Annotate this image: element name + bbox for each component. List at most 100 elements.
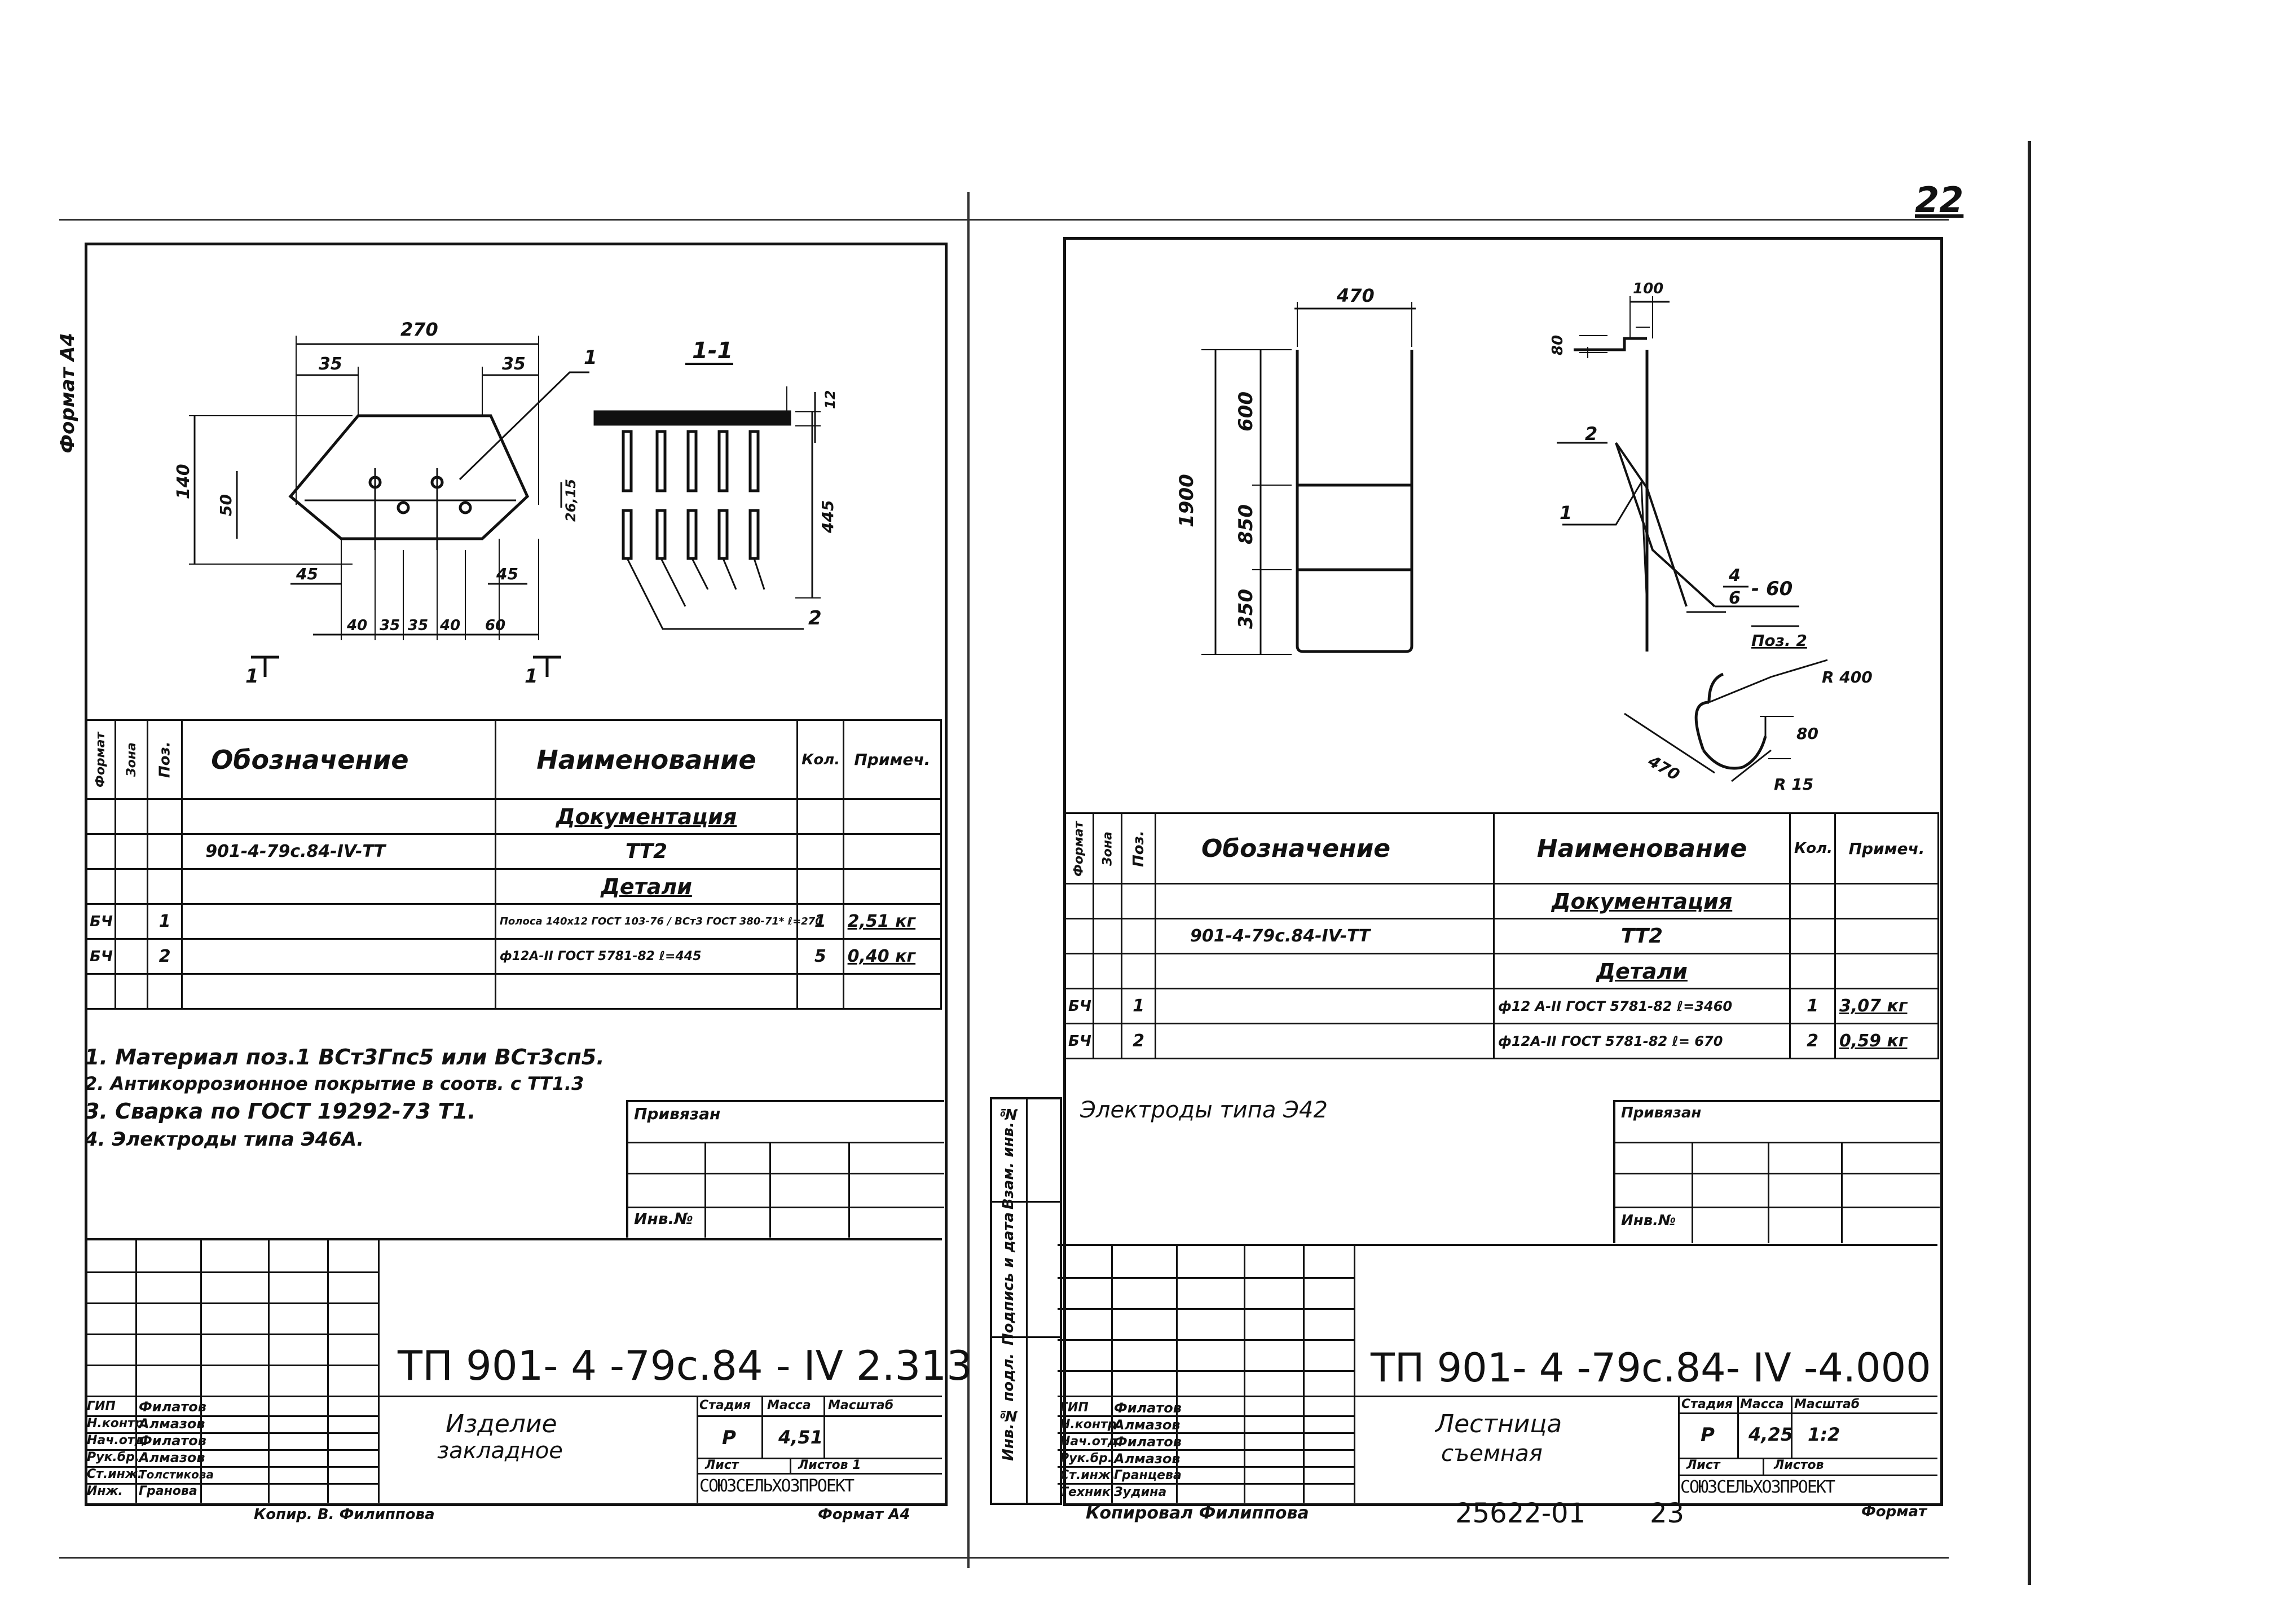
right-title-block: ТП 901- 4 -79с.84- IV -4.000 ГИП Н.контр… bbox=[1058, 1244, 1937, 1503]
dim-left-bottom: 45 bbox=[296, 565, 318, 583]
right-rule bbox=[2028, 141, 2031, 1585]
spec-format: БЧ bbox=[1063, 1023, 1094, 1059]
col-header-zone: Зона bbox=[1093, 813, 1122, 884]
note-line: 3. Сварка по ГОСТ 19292-73 Т1. bbox=[85, 1099, 476, 1124]
col-header-name: Наименование bbox=[1493, 812, 1791, 884]
person-name: Алмазов bbox=[1114, 1451, 1181, 1467]
dim-small: 80 bbox=[1796, 724, 1818, 743]
dim-width: 470 bbox=[1336, 285, 1375, 306]
note-line: 2. Антикоррозионное покрытие в соотв. с … bbox=[85, 1073, 584, 1094]
right-side-stamp: Взам. инв.№ Подпись и дата Инв.№ подл. bbox=[990, 1097, 1062, 1505]
col-header-qty: Кол. bbox=[1789, 812, 1836, 884]
center-divider bbox=[967, 192, 970, 1568]
massa-value: 4,51 bbox=[778, 1427, 823, 1448]
table-row: БЧ 2 ф12А-II ГОСТ 5781-82 ℓ= 670 2 0,59 … bbox=[1063, 1023, 1939, 1059]
privyazan-label: Привязан bbox=[1621, 1104, 1702, 1121]
radius-2: R 15 bbox=[1774, 775, 1813, 794]
left-copied-by: Копир. В. Филиппова bbox=[254, 1506, 435, 1523]
table-row: Документация bbox=[1063, 883, 1939, 919]
table-row: 901-4-79с.84-IV-ТТ ТТ2 bbox=[85, 833, 942, 870]
col-header-pos: Поз. bbox=[147, 720, 182, 799]
weld-num: 4 bbox=[1728, 566, 1741, 586]
table-row: БЧ 2 ф12А-II ГОСТ 5781-82 ℓ=445 5 0,40 к… bbox=[85, 938, 942, 975]
spec-name: Детали bbox=[494, 868, 799, 905]
table-row bbox=[85, 973, 942, 1010]
bottom-rule bbox=[59, 1557, 1949, 1559]
left-format: Формат А4 bbox=[818, 1506, 910, 1523]
right-privyazan-box: Привязан Инв.№ bbox=[1613, 1100, 1940, 1243]
list-label: Лист bbox=[705, 1458, 739, 1472]
dim-segment: 600 bbox=[1235, 391, 1257, 432]
right-doc-code: ТП 901- 4 -79с.84- IV -4.000 bbox=[1371, 1345, 1931, 1391]
person-name: Зудина bbox=[1114, 1485, 1167, 1499]
col-header-name: Наименование bbox=[494, 719, 799, 800]
dim-chain: 40 bbox=[439, 617, 460, 634]
massa-label: Масса bbox=[1740, 1397, 1784, 1411]
top-rule bbox=[59, 219, 1949, 221]
spec-designation: 901-4-79с.84-IV-ТТ bbox=[1155, 918, 1495, 954]
right-copied-by: Копировал Филиппова bbox=[1086, 1503, 1309, 1523]
dim-hook: 100 bbox=[1633, 280, 1663, 297]
weld-len: - 60 bbox=[1751, 578, 1792, 600]
privyazan-label: Привязан bbox=[634, 1104, 721, 1123]
role: Инж. bbox=[87, 1484, 123, 1498]
left-spec-table: Формат Зона Поз. Обозначение Наименовани… bbox=[85, 719, 942, 1010]
person-name: Толстикова bbox=[139, 1468, 214, 1481]
spec-name: ф12А-II ГОСТ 5781-82 ℓ= 670 bbox=[1493, 1023, 1791, 1059]
spec-name: Документация bbox=[1493, 883, 1791, 919]
dim-chain: 35 bbox=[408, 617, 428, 634]
dim-right-small: 26,15 bbox=[563, 479, 579, 522]
dim-height: 140 bbox=[174, 464, 193, 499]
weld-den: 6 bbox=[1729, 588, 1741, 608]
col-header-designation: Обозначение bbox=[181, 719, 496, 800]
right-drawing: 470 1900 600 850 350 100 80 2 1 4 6 - 60… bbox=[1175, 280, 1873, 794]
spec-name: ТТ2 bbox=[494, 833, 799, 870]
person-name: Алмазов bbox=[139, 1416, 205, 1432]
callout-1: 1 bbox=[1560, 502, 1572, 523]
col-header-qty: Кол. bbox=[796, 719, 844, 800]
role: Н.контр. bbox=[1060, 1418, 1121, 1432]
stadia-value: Р bbox=[1701, 1424, 1715, 1446]
spec-name: ф12 А-II ГОСТ 5781-82 ℓ=3460 bbox=[1493, 988, 1791, 1024]
listov-label: Листов bbox=[1774, 1458, 1824, 1472]
role: Рук.бр. bbox=[1060, 1451, 1113, 1465]
dim-hook-v: 80 bbox=[1549, 335, 1566, 355]
section-mark: 1 bbox=[525, 665, 538, 688]
note-line: 1. Материал поз.1 ВСт3Гпс5 или ВСт3сп5. bbox=[85, 1045, 605, 1070]
left-doc-code: ТП 901- 4 -79с.84 - IV 2.313 bbox=[398, 1342, 972, 1389]
stadia-value: Р bbox=[722, 1427, 736, 1449]
col-header-pos: Поз. bbox=[1121, 813, 1156, 884]
hole bbox=[459, 501, 472, 514]
inv-no-label: Инв.№ bbox=[634, 1209, 693, 1228]
hole bbox=[397, 501, 410, 514]
spec-name: ТТ2 bbox=[1493, 918, 1791, 954]
right-note: Электроды типа Э42 bbox=[1080, 1097, 1328, 1123]
right-spec-table: Формат Зона Поз. Обозначение Наименовани… bbox=[1063, 812, 1939, 1059]
inv-no-label: Инв.№ bbox=[1621, 1212, 1676, 1229]
section-mark: 1 bbox=[245, 665, 259, 688]
left-title-block: ТП 901- 4 -79с.84 - IV 2.313 ГИП Н.контр… bbox=[85, 1238, 972, 1503]
left-item-name-2: закладное bbox=[437, 1438, 563, 1464]
section-label: 1-1 bbox=[692, 338, 733, 364]
dim-right-offset: 35 bbox=[502, 354, 526, 374]
spec-note: 0,40 кг bbox=[842, 938, 942, 975]
dim-thickness: 12 bbox=[822, 390, 838, 409]
dim-right-bottom: 45 bbox=[496, 565, 518, 583]
spec-pos: 1 bbox=[1121, 988, 1156, 1024]
callout-1: 1 bbox=[584, 346, 597, 369]
spec-note: 3,07 кг bbox=[1834, 988, 1939, 1024]
stadia-label: Стадия bbox=[699, 1398, 751, 1412]
role: ГИП bbox=[1060, 1401, 1089, 1415]
plate-outline bbox=[288, 414, 530, 540]
spec-pos: 2 bbox=[1121, 1023, 1156, 1059]
dim-chain: 40 bbox=[346, 617, 367, 634]
callout-2: 2 bbox=[1585, 423, 1597, 444]
person-name: Филатов bbox=[1114, 1400, 1182, 1416]
masshtab-label: Масштаб bbox=[1794, 1397, 1860, 1411]
spec-designation: 901-4-79с.84-IV-ТТ bbox=[181, 833, 496, 870]
col-header-format: Формат bbox=[1064, 813, 1094, 884]
org-name: СОЮЗСЕЛЬХОЗПРОЕКТ bbox=[1680, 1477, 1835, 1497]
sheet-number: 23 bbox=[1650, 1498, 1685, 1529]
note-line: 4. Электроды типа Э46А. bbox=[85, 1128, 364, 1151]
person-name: Алмазов bbox=[1114, 1417, 1181, 1433]
